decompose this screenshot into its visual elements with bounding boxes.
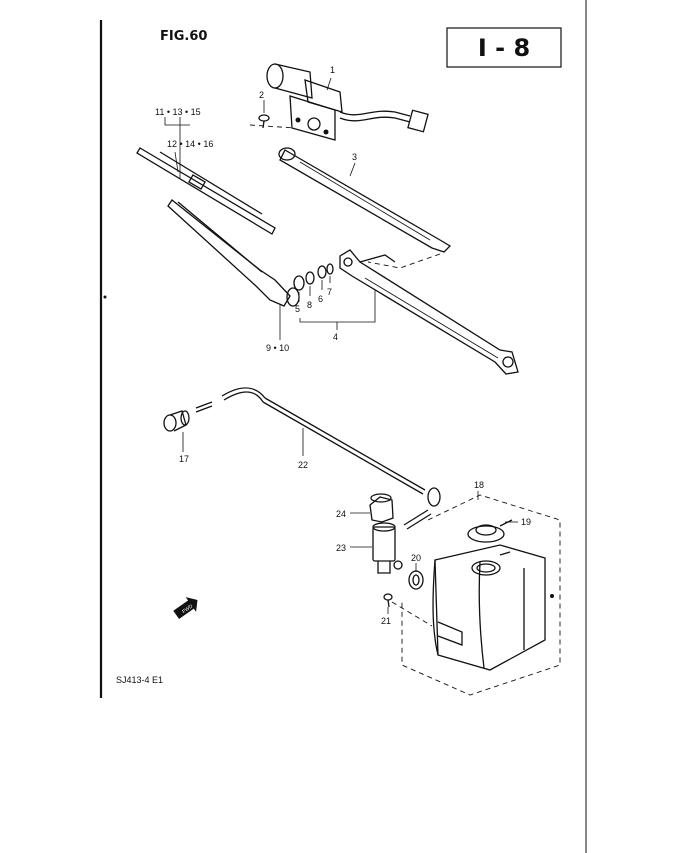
pivot-washers-parts <box>293 263 334 291</box>
callout-5: 5 <box>295 304 300 314</box>
section-code-box: I - 8 <box>446 27 562 68</box>
callout-4: 4 <box>333 332 338 342</box>
callout-22: 22 <box>298 460 308 470</box>
link-rod-part-3 <box>278 147 452 253</box>
callout-2: 2 <box>259 90 264 100</box>
callout-19: 19 <box>521 517 531 527</box>
fwd-arrow-icon: FWD <box>173 597 198 619</box>
callout-7: 7 <box>327 287 332 297</box>
section-code: I - 8 <box>478 34 530 62</box>
wiper-blade-part <box>136 147 276 235</box>
bolt-part-2 <box>258 114 270 129</box>
callout-23: 23 <box>336 543 346 553</box>
callout-12-14-16: 12 • 14 • 16 <box>167 139 213 149</box>
pump-cap-part-24 <box>369 493 394 523</box>
washer-tank-part-18 <box>401 494 561 696</box>
fwd-label: FWD <box>181 603 194 615</box>
callout-24: 24 <box>336 509 346 519</box>
washer-hose-part-22 <box>195 387 441 507</box>
callout-3: 3 <box>352 152 357 162</box>
washer-nozzle-part-17 <box>163 410 190 432</box>
callout-11-13-15: 11 • 13 • 15 <box>155 107 201 117</box>
callout-20: 20 <box>411 553 421 563</box>
drawing-code: SJ413-4 E1 <box>116 675 163 685</box>
tank-cap-part-19 <box>467 519 513 543</box>
grommet-part-20 <box>408 570 424 590</box>
callout-6: 6 <box>318 294 323 304</box>
screw-part-21 <box>383 593 393 608</box>
wiper-arm-part <box>167 199 300 307</box>
linkage-assembly-part-4 <box>339 249 519 375</box>
washer-pump-part-23 <box>372 509 432 574</box>
callout-17: 17 <box>179 454 189 464</box>
callout-9-10: 9 • 10 <box>266 343 289 353</box>
callout-8: 8 <box>307 300 312 310</box>
callout-18: 18 <box>474 480 484 490</box>
figure-title: FIG.60 <box>160 29 207 44</box>
callout-1: 1 <box>330 65 335 75</box>
callout-21: 21 <box>381 616 391 626</box>
wiper-motor-part <box>266 63 429 141</box>
